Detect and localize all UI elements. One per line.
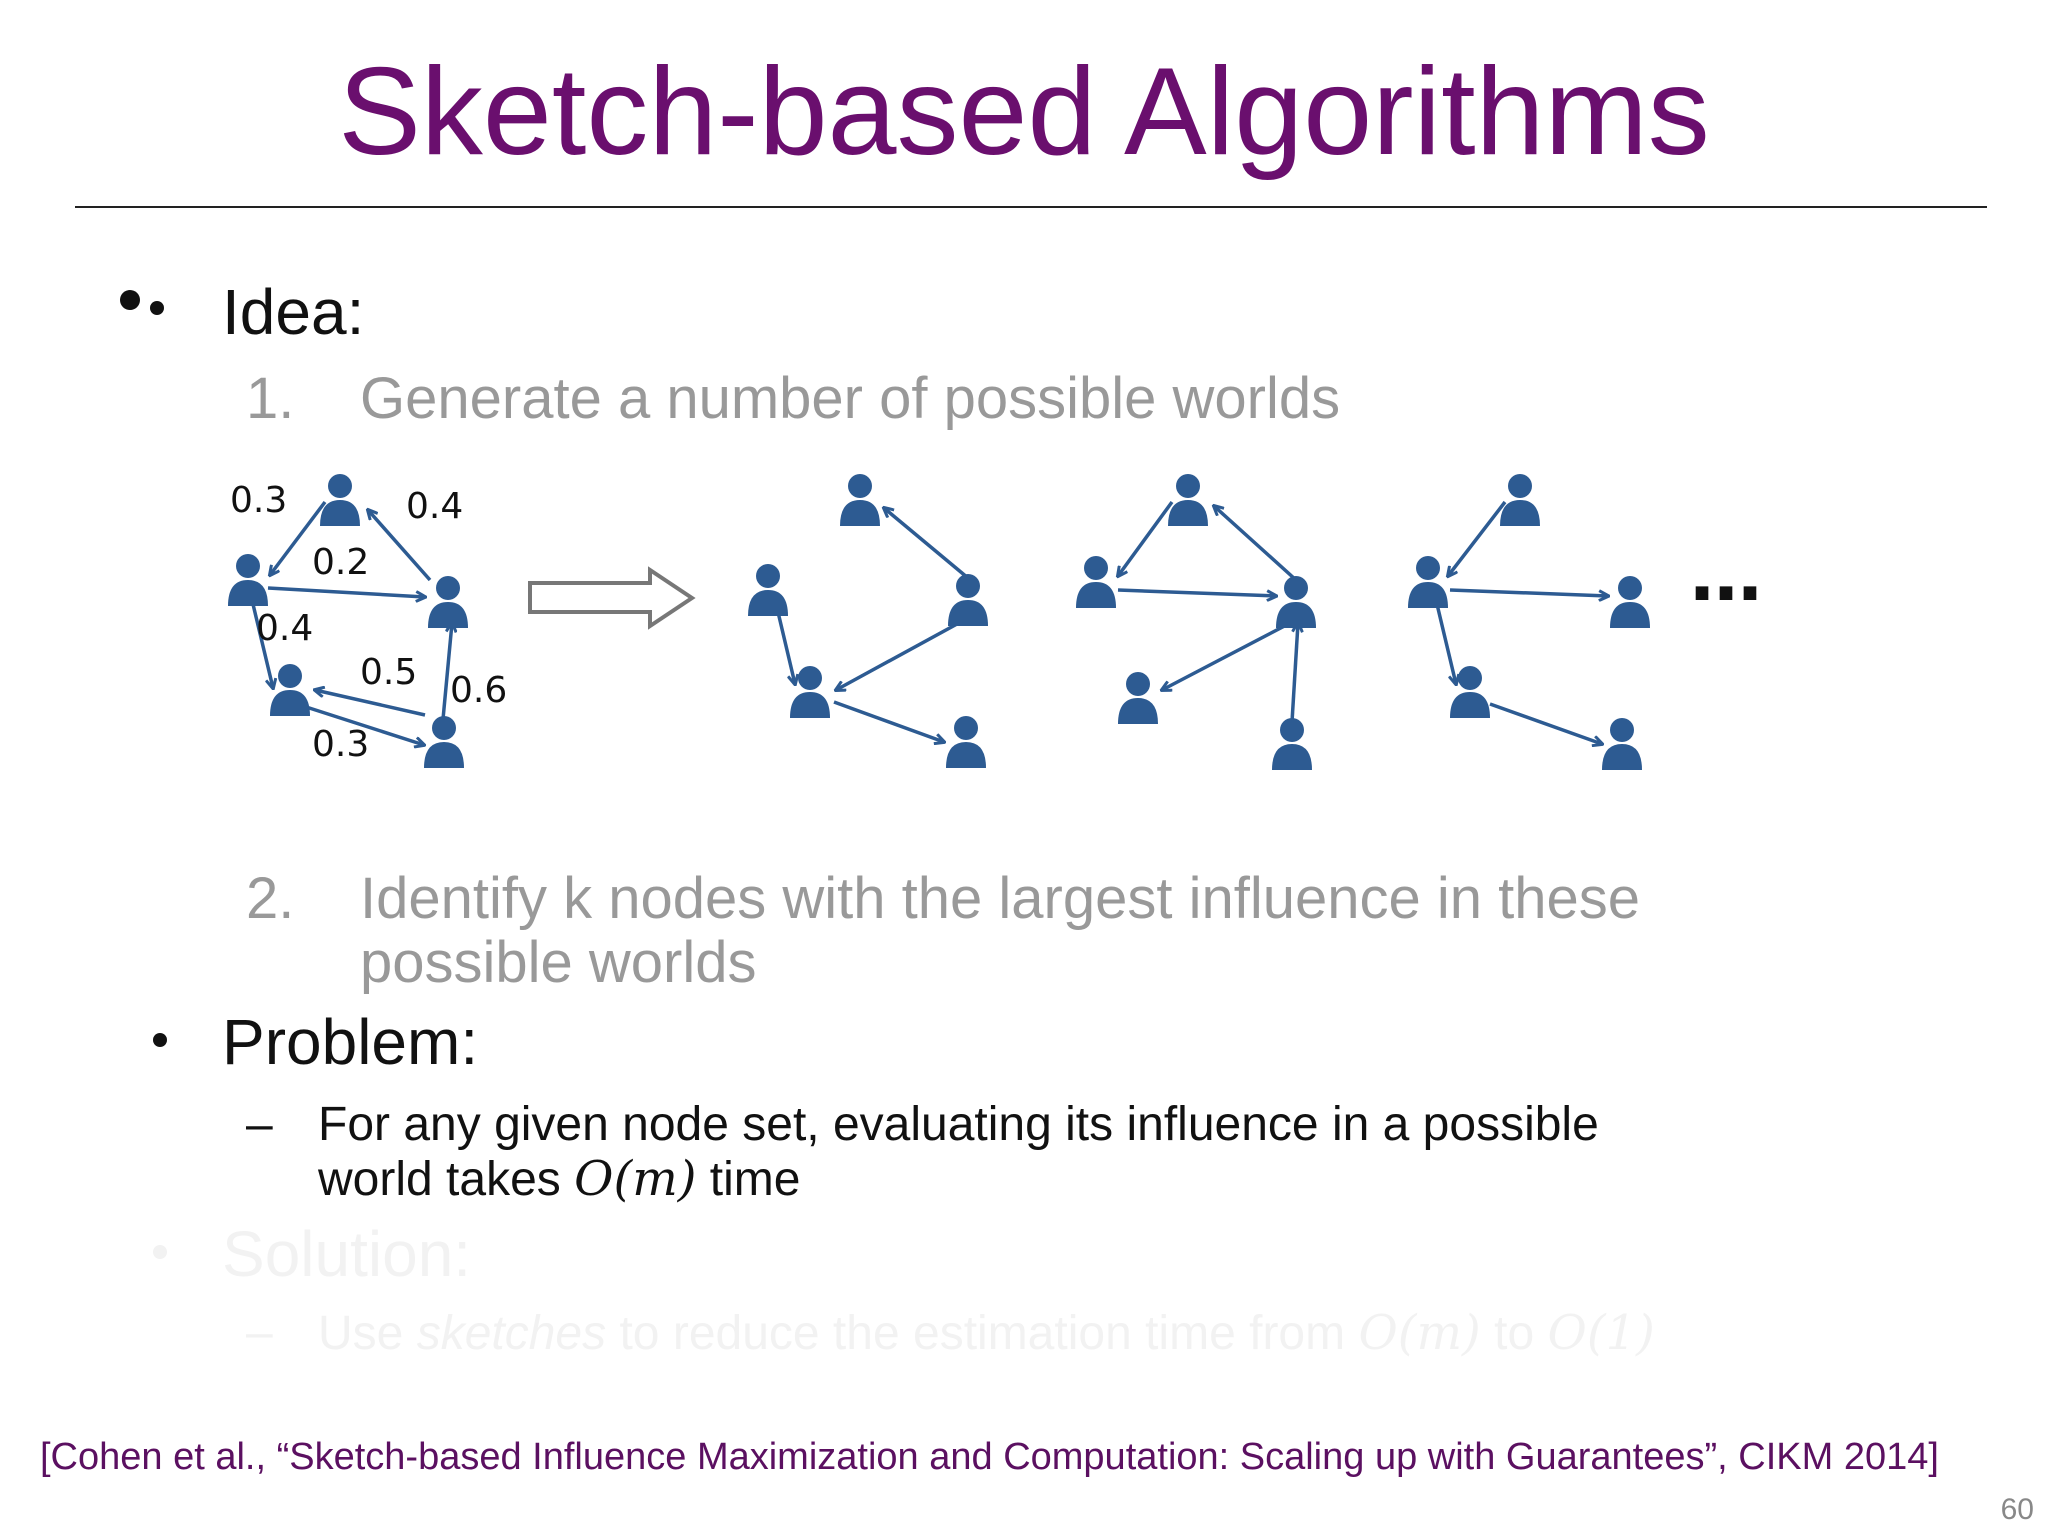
problem-line2: world takes O(m) time xyxy=(318,1152,800,1207)
bullet-dot-icon xyxy=(150,1030,170,1050)
solution-text: Use sketches to reduce the estimation ti… xyxy=(318,1306,1655,1361)
edge-weight-label: 0.5 xyxy=(360,652,417,693)
world2-edge xyxy=(1290,623,1298,723)
person-icon xyxy=(424,716,464,768)
bullet-dot-icon xyxy=(116,282,166,332)
person-icon xyxy=(840,474,880,526)
world1-edge xyxy=(776,611,795,684)
person-icon xyxy=(790,666,830,718)
solution-label: Solution: xyxy=(222,1218,472,1290)
world2-edge xyxy=(1117,588,1276,596)
person-icon xyxy=(1450,666,1490,718)
person-icon xyxy=(1272,718,1312,770)
edge-weight-label: 0.6 xyxy=(450,670,507,711)
idea-label: Idea: xyxy=(222,276,365,348)
person-icon xyxy=(1076,556,1116,608)
world3-edge xyxy=(1434,599,1456,684)
world1-edge xyxy=(833,700,944,742)
graph-edge xyxy=(270,500,327,575)
solution-to: to xyxy=(1480,1307,1548,1360)
person-icon xyxy=(428,576,468,628)
math-o-1: O(1) xyxy=(1547,1305,1655,1361)
edge-weight-label: 0.4 xyxy=(406,486,463,527)
step2-line1: Identify k nodes with the largest influe… xyxy=(360,866,1640,931)
math-o-m-2: O(m) xyxy=(1358,1305,1481,1361)
ellipsis: … xyxy=(1690,533,1762,617)
person-icon xyxy=(946,716,986,768)
solution-dash: – xyxy=(246,1306,273,1359)
problem-line2-post: time xyxy=(696,1153,801,1206)
title-divider xyxy=(75,206,1987,208)
person-icon xyxy=(1276,576,1316,628)
world1-edge xyxy=(836,616,969,690)
person-icon xyxy=(1408,556,1448,608)
person-icon xyxy=(228,554,268,606)
graph-edge xyxy=(440,623,452,731)
step1-number: 1. xyxy=(246,366,295,431)
step2-number: 2. xyxy=(246,866,295,931)
problem-dash: – xyxy=(246,1098,273,1151)
world3-edge xyxy=(1489,702,1602,744)
problem-label: Problem: xyxy=(222,1006,479,1078)
world3-edge xyxy=(1448,500,1507,576)
world2-edge xyxy=(1214,506,1298,582)
outline-arrow-right-icon xyxy=(528,566,696,630)
person-icon xyxy=(1610,576,1650,628)
person-icon xyxy=(1500,474,1540,526)
graph-edge xyxy=(315,690,426,717)
edge-weight-label: 0.3 xyxy=(230,480,287,521)
edge-weight-label: 0.2 xyxy=(312,542,369,583)
person-icon xyxy=(1602,718,1642,770)
step1-text: Generate a number of possible worlds xyxy=(360,366,1341,431)
possible-worlds-diagram: 0.3 0.4 0.2 0.4 0.5 0.6 0.3 … xyxy=(228,474,1762,770)
page-number: 60 xyxy=(2000,1493,2034,1526)
world2-edge xyxy=(1118,500,1174,576)
person-icon xyxy=(1118,672,1158,724)
step2-line2: possible worlds xyxy=(360,930,757,995)
edge-weight-label: 0.3 xyxy=(312,724,369,765)
citation: [Cohen et al., “Sketch-based Influence M… xyxy=(40,1436,1939,1478)
slide-title: Sketch-based Algorithms xyxy=(338,43,1710,181)
solution-emph: sketches xyxy=(416,1307,607,1360)
person-icon xyxy=(948,574,988,626)
graph-edge xyxy=(299,703,424,745)
graph-edge xyxy=(250,599,273,688)
person-icon xyxy=(748,564,788,616)
world1-edge xyxy=(884,508,970,580)
problem-line2-pre: world takes xyxy=(318,1153,575,1206)
graph-edge xyxy=(368,510,432,582)
person-icon xyxy=(1168,474,1208,526)
person-icon xyxy=(270,664,310,716)
solution-mid: to reduce the estimation time from xyxy=(606,1307,1359,1360)
person-icon xyxy=(320,474,360,526)
bullet-dot-icon xyxy=(150,1242,170,1262)
problem-line1: For any given node set, evaluating its i… xyxy=(318,1098,1599,1151)
solution-pre: Use xyxy=(318,1307,417,1360)
world2-edge xyxy=(1162,618,1297,690)
graph-edge xyxy=(267,586,425,597)
world3-edge xyxy=(1449,588,1608,596)
edge-weight-label: 0.4 xyxy=(256,608,313,649)
math-o-m: O(m) xyxy=(574,1151,697,1207)
